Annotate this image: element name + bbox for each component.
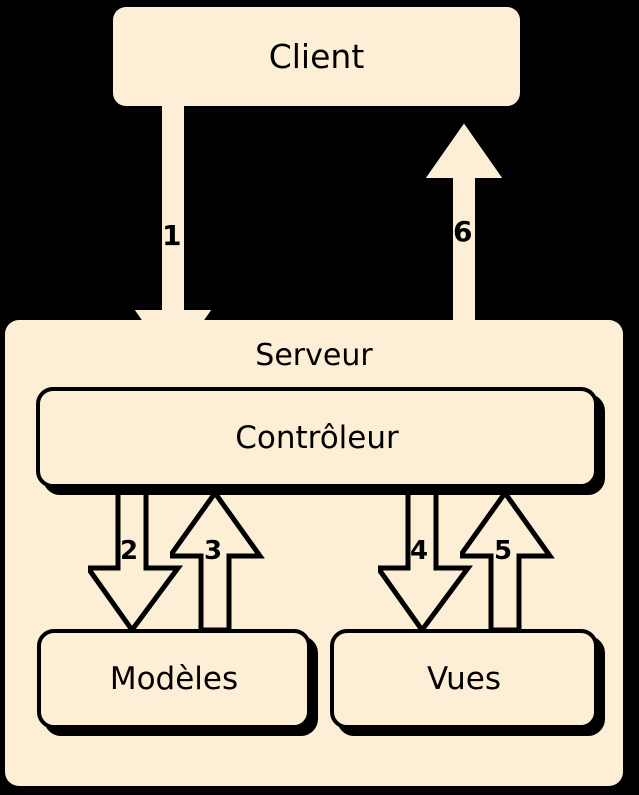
controller-node: Contrôleur (36, 387, 598, 488)
controller-label: Contrôleur (235, 419, 399, 456)
arrow-3-label: 3 (204, 536, 223, 566)
arrow-2: 2 (88, 490, 184, 634)
arrow-4-label: 4 (410, 536, 429, 566)
arrow-2-label: 2 (120, 536, 139, 566)
arrow-3: 3 (170, 490, 266, 634)
views-node: Vues (330, 629, 598, 729)
models-node: Modèles (37, 629, 311, 729)
client-node: Client (113, 7, 520, 106)
arrow-4: 4 (378, 490, 474, 634)
views-label: Vues (427, 661, 501, 697)
models-label: Modèles (109, 661, 239, 697)
arrow-6-label: 6 (453, 215, 473, 248)
arrow-5: 5 (460, 490, 556, 634)
arrow-1-label: 1 (162, 219, 182, 252)
arrow-5-label: 5 (494, 536, 513, 566)
server-label: Serveur (255, 338, 373, 373)
client-label: Client (268, 37, 365, 76)
